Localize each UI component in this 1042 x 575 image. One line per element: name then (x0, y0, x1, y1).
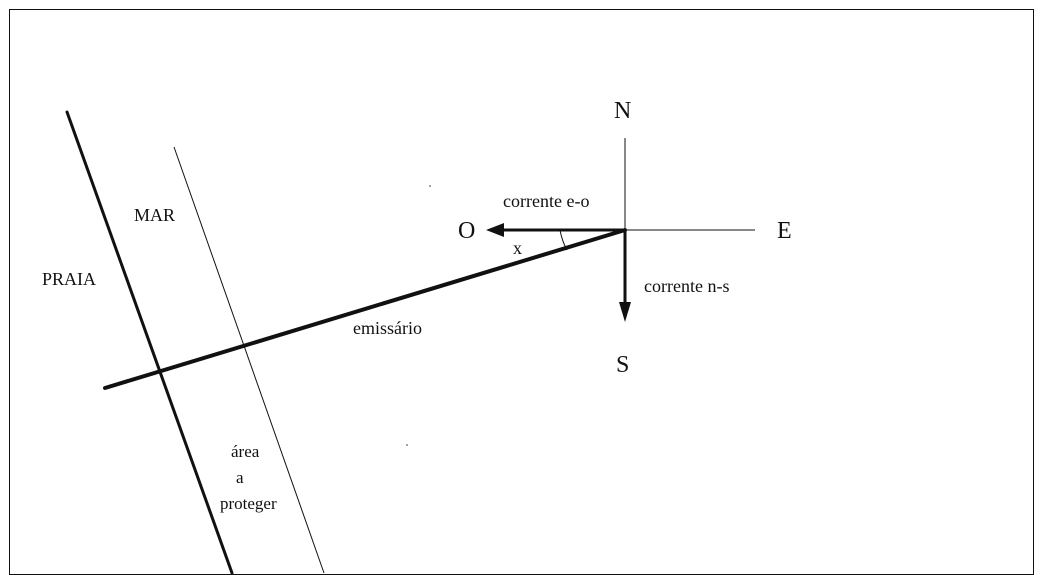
diagram-frame (9, 9, 1034, 575)
sea-label: MAR (134, 205, 175, 225)
protected-area-label-line3: proteger (220, 494, 277, 513)
speck-dot (429, 185, 431, 187)
sea-boundary-line (173, 146, 325, 574)
compass-west-label: O (458, 218, 475, 244)
current-north-south-arrowhead (619, 302, 631, 322)
compass-south-label: S (616, 352, 629, 378)
angle-label: x (513, 238, 522, 258)
current-east-west-arrowhead (486, 223, 504, 237)
compass-north-label: N (614, 98, 631, 124)
outfall-pipe (103, 228, 627, 390)
protected-area-label-line1: área (231, 442, 260, 461)
current-east-west-label: corrente e-o (503, 191, 589, 211)
beach-label: PRAIA (42, 269, 96, 289)
protected-area-label-line2: a (236, 468, 244, 487)
speck-dot (406, 444, 408, 446)
outfall-label: emissário (353, 318, 422, 338)
beach-line (65, 110, 234, 575)
compass-east-label: E (777, 218, 792, 244)
current-north-south-label: corrente n-s (644, 276, 729, 296)
